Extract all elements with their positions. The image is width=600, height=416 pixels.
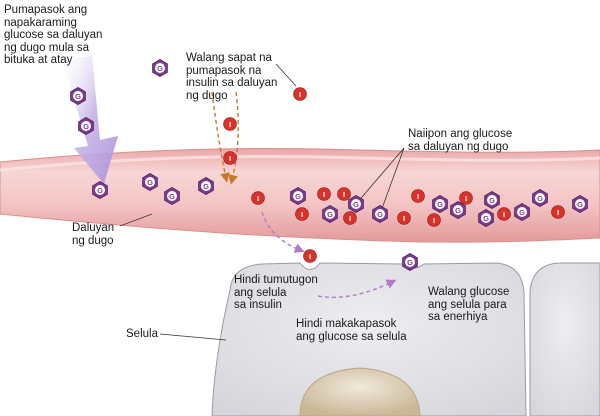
glucose-molecule-icon: G <box>70 87 86 105</box>
insulin-molecules: I I I I I I I I I I I I I I I <box>223 87 565 263</box>
svg-text:I: I <box>465 194 467 203</box>
svg-text:I: I <box>257 194 259 203</box>
insulin-molecule-icon: I <box>337 187 351 201</box>
svg-text:I: I <box>301 210 303 219</box>
glucose-molecule-icon: G <box>432 195 448 213</box>
svg-text:G: G <box>353 200 359 209</box>
insulin-molecule-icon: I <box>223 151 237 165</box>
svg-text:G: G <box>295 192 301 201</box>
svg-text:G: G <box>377 210 383 219</box>
label-glucose-accumulates: Naiipon ang glucose sa daluyan ng dugo <box>408 128 513 153</box>
insulin-molecule-icon: I <box>295 207 309 221</box>
insulin-molecule-icon: I <box>411 189 425 203</box>
svg-text:G: G <box>537 194 543 203</box>
cell-body-main <box>211 262 527 416</box>
cell-body-neighbor <box>529 262 600 416</box>
svg-text:I: I <box>229 120 231 129</box>
label-no-glucose-energy: Walang glucose ang selula para sa enerhi… <box>428 286 510 323</box>
svg-text:G: G <box>489 196 495 205</box>
insulin-molecule-icon: I <box>551 205 565 219</box>
glucose-molecule-icon: G <box>478 209 494 227</box>
leader-cell <box>159 333 227 341</box>
glucose-molecule-icon: G <box>450 201 466 219</box>
insulin-molecule-icon: I <box>427 213 441 227</box>
glucose-molecule-icon: G <box>152 59 168 77</box>
glucose-molecule-icon: G <box>514 203 530 221</box>
svg-text:I: I <box>323 190 325 199</box>
svg-text:G: G <box>437 200 443 209</box>
leader-glucose-accumulates-1 <box>355 147 405 205</box>
insulin-molecule-icon: I <box>459 191 473 205</box>
insulin-molecule-icon: I <box>343 211 357 225</box>
svg-text:G: G <box>203 182 209 191</box>
leader-not-enough-insulin <box>275 63 297 87</box>
glucose-molecule-icon: G <box>142 173 158 191</box>
glucose-molecule-icon: G <box>164 187 180 205</box>
insulin-molecule-icon: I <box>397 211 411 225</box>
svg-text:G: G <box>75 92 81 101</box>
svg-text:I: I <box>309 252 311 261</box>
svg-text:G: G <box>455 206 461 215</box>
svg-text:I: I <box>349 214 351 223</box>
glucose-molecule-icon: G <box>572 195 588 213</box>
svg-text:G: G <box>327 210 333 219</box>
cell-nucleus <box>299 367 421 416</box>
label-cell: Selula <box>126 328 158 340</box>
insulin-molecule-icon: I <box>293 87 307 101</box>
svg-text:G: G <box>83 122 89 131</box>
svg-text:I: I <box>503 210 505 219</box>
glucose-molecule-icon: G <box>92 181 108 199</box>
glucose-molecule-icon: G <box>348 195 364 213</box>
insulin-molecule-icon: I <box>223 117 237 131</box>
glucose-molecule-icon: G <box>484 191 500 209</box>
label-not-enough-insulin: Walang sapat na pumapasok na insulin sa … <box>186 52 278 102</box>
insulin-molecule-icon: I <box>497 207 511 221</box>
glucose-molecule-icon: G <box>78 117 94 135</box>
svg-text:G: G <box>483 214 489 223</box>
insulin-molecule-icon: I <box>303 249 317 263</box>
glucose-molecule-icon: G <box>532 189 548 207</box>
svg-text:G: G <box>519 208 525 217</box>
insulin-arrow-left <box>211 91 230 183</box>
svg-text:G: G <box>577 200 583 209</box>
svg-text:G: G <box>169 192 175 201</box>
glucose-molecule-icon: G <box>402 253 418 271</box>
label-cell-no-response: Hindi tumutugon ang selula sa insulin <box>234 274 318 311</box>
svg-text:I: I <box>557 208 559 217</box>
svg-text:I: I <box>229 154 231 163</box>
svg-text:I: I <box>343 190 345 199</box>
glucose-molecule-icon: G <box>372 205 388 223</box>
leader-blood-vessel <box>119 213 153 227</box>
glucose-molecule-icon: G <box>290 187 306 205</box>
insulin-molecule-icon: I <box>251 191 265 205</box>
glucose-molecule-icon: G <box>322 205 338 223</box>
svg-text:G: G <box>407 258 413 267</box>
insulin-molecule-icon: I <box>317 187 331 201</box>
svg-text:I: I <box>433 216 435 225</box>
svg-text:I: I <box>299 90 301 99</box>
svg-text:G: G <box>157 64 163 73</box>
svg-text:I: I <box>403 214 405 223</box>
insulin-to-cell-arrow <box>261 211 305 253</box>
label-blood-vessel: Daluyan ng dugo <box>72 222 115 247</box>
svg-text:G: G <box>97 186 103 195</box>
insulin-arrow-right <box>228 91 239 185</box>
leader-glucose-accumulates-2 <box>379 147 405 215</box>
svg-text:I: I <box>417 192 419 201</box>
label-excess-glucose: Pumapasok ang napakaraming glucose sa da… <box>4 4 103 66</box>
glucose-molecule-icon: G <box>198 177 214 195</box>
svg-text:G: G <box>147 178 153 187</box>
label-glucose-cannot-enter: Hindi makakapasok ang glucose sa selula <box>296 318 407 343</box>
